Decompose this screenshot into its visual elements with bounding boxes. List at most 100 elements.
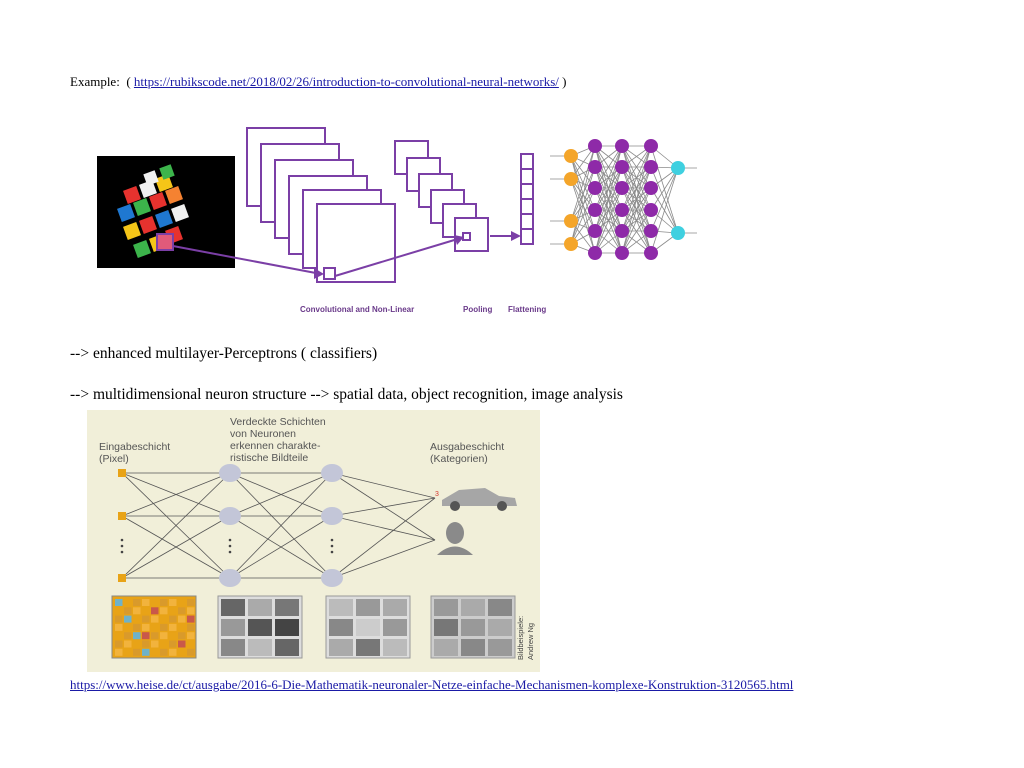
pixel-cell	[160, 599, 168, 606]
person-icon	[437, 522, 473, 555]
pixel-cell	[160, 648, 168, 656]
output-layer-title: Ausgabeschicht	[430, 441, 504, 453]
input-layer-title: Eingabeschicht	[99, 441, 170, 453]
ann-connection	[331, 497, 436, 517]
fc-nodes	[564, 139, 685, 260]
pixel-cell	[115, 632, 123, 640]
pixel-cell	[151, 623, 159, 631]
fc-hidden-node	[644, 246, 658, 260]
rubikscode-link[interactable]: https://rubikscode.net/2018/02/26/introd…	[133, 74, 559, 89]
fc-hidden-node	[644, 203, 658, 217]
pixel-cell	[151, 632, 159, 640]
pixel-cell	[133, 640, 141, 648]
ann-hidden-node	[321, 507, 343, 525]
pixel-cell	[133, 623, 141, 631]
pixel-cell	[160, 640, 168, 648]
ann-connection	[229, 515, 333, 579]
pixel-cell	[178, 640, 186, 648]
hidden-layer-title-4: ristische Bildteile	[230, 452, 308, 464]
fc-hidden-node	[588, 224, 602, 238]
pixel-cell	[169, 615, 177, 623]
fc-connection	[594, 187, 623, 254]
pixel-cell	[151, 648, 159, 656]
ann-nodes	[118, 464, 343, 587]
flow-arrows	[172, 235, 515, 277]
input-layer-subtitle: (Pixel)	[99, 453, 129, 465]
conv-filter-box	[323, 267, 336, 280]
fc-connection	[650, 167, 679, 254]
fc-hidden-node	[588, 181, 602, 195]
pixel-cell	[151, 607, 159, 615]
fc-connection	[570, 145, 596, 222]
fc-connection	[594, 145, 623, 232]
input-pixel-grid	[111, 595, 197, 659]
ann-connection	[331, 497, 436, 579]
pixel-cell	[151, 615, 159, 623]
pixel-cell	[187, 615, 195, 623]
arrow-head-3	[511, 231, 521, 241]
pixel-cell	[169, 648, 177, 656]
fc-hidden-node	[615, 139, 629, 153]
pixel-cell	[178, 599, 186, 606]
hidden-layer-title-3: erkennen charakte-	[230, 440, 321, 452]
flattening-column	[520, 153, 534, 245]
fc-hidden-node	[615, 181, 629, 195]
ann-hidden-node	[219, 569, 241, 587]
ann-connection	[331, 472, 436, 541]
ann-connection	[121, 515, 231, 579]
fc-hidden-node	[588, 160, 602, 174]
fc-connection	[650, 167, 679, 232]
pixel-cell	[178, 623, 186, 631]
fc-input-node	[564, 149, 578, 163]
fc-connection	[594, 145, 623, 211]
bullet-line-2: --> multidimensional neuron structure --…	[70, 386, 623, 403]
ann-connection	[229, 472, 333, 579]
pixel-cell	[187, 623, 195, 631]
pixel-cell	[124, 607, 132, 615]
heise-link[interactable]: https://www.heise.de/ct/ausgabe/2016-6-D…	[70, 677, 794, 692]
pixel-cell	[187, 599, 195, 606]
ann-connection	[121, 472, 231, 517]
cnn-diagram: Convolutional and Non-Linear Pooling Fla…	[97, 127, 697, 314]
bullet-line-1: --> enhanced multilayer-Perceptrons ( cl…	[70, 345, 378, 362]
face-thumbnail	[430, 595, 516, 659]
pixel-cell	[178, 615, 186, 623]
pixel-cell	[133, 599, 141, 606]
fc-connection	[594, 209, 623, 254]
pixel-cell	[142, 607, 150, 615]
fc-connection	[570, 166, 596, 245]
car-number: 3	[435, 491, 439, 498]
pixel-cell	[133, 648, 141, 656]
arrow-head-1	[314, 268, 324, 279]
fc-hidden-node	[588, 246, 602, 260]
fc-hidden-node	[644, 224, 658, 238]
fc-hidden-node	[615, 224, 629, 238]
pixel-cell	[160, 615, 168, 623]
example-label: Example:	[70, 74, 120, 89]
fc-hidden-node	[615, 203, 629, 217]
pixel-cell	[142, 599, 150, 606]
ann-connection	[331, 515, 436, 541]
pixel-cell	[142, 640, 150, 648]
ann-hidden-node	[321, 464, 343, 482]
fc-input-node	[564, 237, 578, 251]
pixel-cell	[142, 648, 150, 656]
pixel-cell	[187, 640, 195, 648]
pixel-cell	[124, 623, 132, 631]
pixel-cell	[160, 623, 168, 631]
pixel-cell	[169, 632, 177, 640]
pixel-cell	[187, 632, 195, 640]
pixel-cell	[133, 607, 141, 615]
car-icon	[442, 488, 517, 511]
output-layer-subtitle: (Kategorien)	[430, 453, 488, 465]
pixel-cell	[178, 632, 186, 640]
fc-hidden-node	[588, 139, 602, 153]
pixel-cell	[160, 607, 168, 615]
image-credit-2: Andrew Ng	[526, 623, 535, 660]
pixel-cell	[160, 632, 168, 640]
pixel-cell	[169, 640, 177, 648]
fc-connection	[594, 145, 623, 189]
pixel-cell	[124, 615, 132, 623]
ann-hidden-node	[321, 569, 343, 587]
pixel-cell	[187, 648, 195, 656]
